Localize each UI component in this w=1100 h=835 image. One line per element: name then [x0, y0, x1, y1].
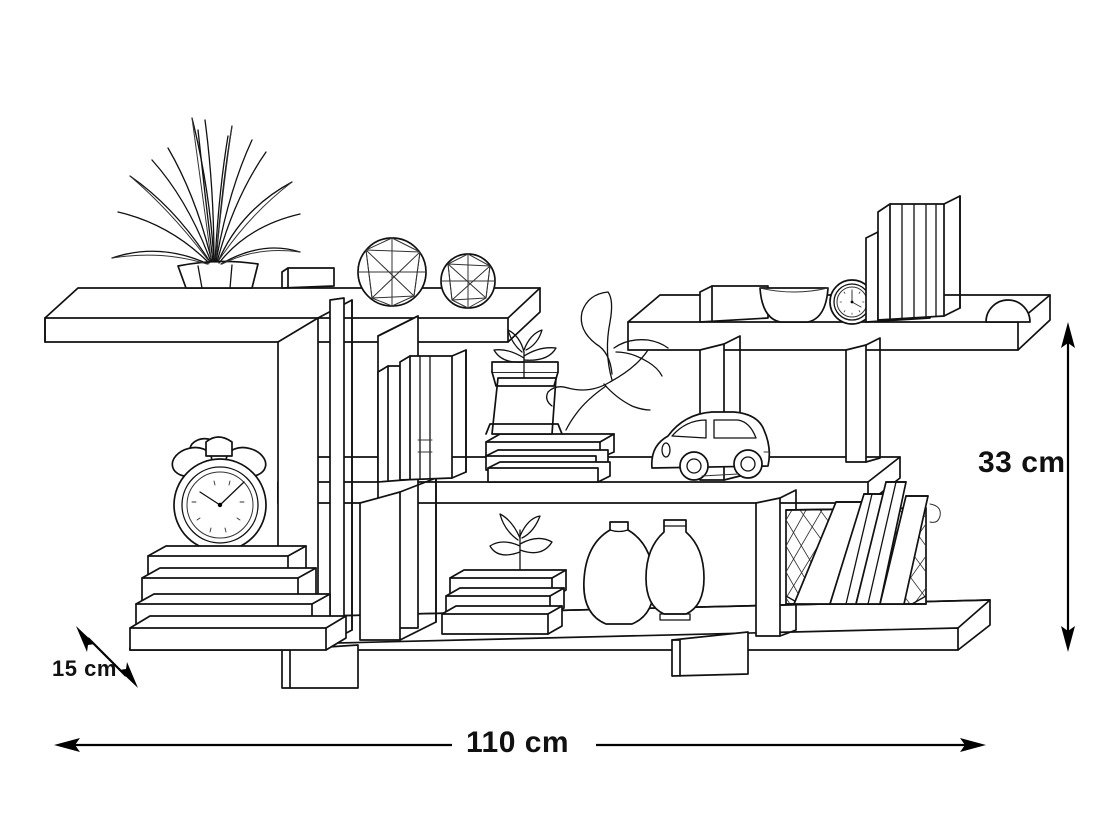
height-dimension-arrow	[1061, 322, 1075, 652]
right-foot	[671, 631, 749, 677]
dome	[985, 299, 1031, 323]
potted-vine	[485, 329, 563, 435]
basket-books	[793, 481, 941, 605]
box-right	[699, 285, 769, 323]
far-right-vertical-panel	[845, 337, 881, 463]
vase-round	[583, 521, 655, 625]
spider-plant	[111, 117, 301, 289]
center-vertical-panel-lower	[359, 477, 437, 641]
depth-dimension-arrow	[76, 626, 138, 688]
height-dimension-label: 33 cm	[978, 446, 1066, 479]
book-row-top	[865, 195, 961, 323]
geo-sphere-large	[357, 237, 427, 307]
bowl	[759, 287, 829, 323]
left-foot	[281, 644, 359, 689]
book-stack-left	[129, 545, 347, 651]
sprout	[489, 513, 553, 577]
vase-bottle	[645, 519, 705, 621]
box-small	[281, 267, 335, 289]
width-dimension-label: 110 cm	[466, 726, 570, 759]
depth-dimension-label: 15 cm	[52, 656, 117, 681]
toy-car	[650, 411, 771, 481]
book-stack-center	[441, 569, 567, 635]
book-stack-middle	[485, 433, 615, 483]
geo-sphere-small	[440, 253, 496, 309]
left-vertical-panel-inner	[329, 297, 345, 631]
vine-branch	[546, 291, 669, 431]
width-dimension-arrow	[54, 738, 986, 752]
book-row-middle	[377, 349, 467, 483]
alarm-clock	[171, 436, 267, 561]
